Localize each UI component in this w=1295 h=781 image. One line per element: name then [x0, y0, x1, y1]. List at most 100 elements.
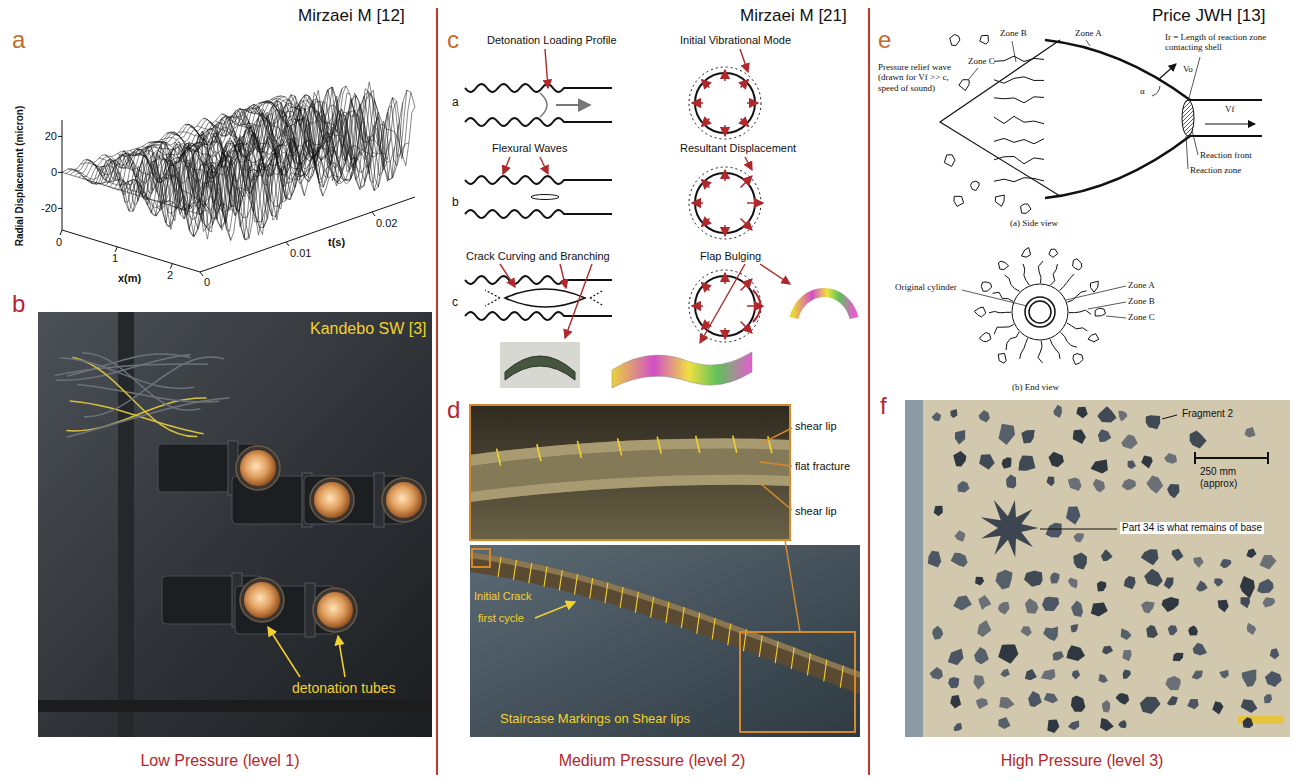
fragment: [1122, 650, 1131, 662]
staircase-marking: [791, 647, 794, 669]
leader-line: [760, 483, 792, 510]
callout-label: Resultant Displacement: [680, 142, 796, 155]
tube-wall: [465, 276, 612, 284]
fragment: [999, 424, 1016, 445]
zone-label: Zone A: [1075, 28, 1102, 38]
axis-tick: [58, 136, 62, 137]
surface-plot: [58, 82, 415, 276]
crack-line: [1005, 275, 1020, 291]
axis-tick: [170, 264, 172, 269]
fragment: [1218, 600, 1229, 613]
wireframe-line: [192, 90, 407, 238]
staircase-marking: [840, 666, 843, 688]
shear-lip-band: [470, 552, 860, 678]
fragment: [1141, 455, 1153, 468]
radial-arrow: [747, 102, 758, 104]
wireframe-line: [209, 114, 347, 181]
radial-arrow: [692, 202, 703, 204]
radial-arrow: [702, 80, 710, 88]
staircase-marking: [697, 612, 700, 633]
fragment: [1053, 651, 1064, 660]
fragment: [1167, 696, 1178, 705]
fragment: [1121, 435, 1138, 449]
fe-contour-strip: [612, 352, 752, 388]
staircase-marking: [590, 578, 593, 598]
fragment: [1124, 576, 1136, 589]
tick-label: 0.02: [376, 217, 397, 230]
leader-arrow: [268, 627, 300, 677]
fragment: [1263, 597, 1276, 607]
fragment: [1123, 670, 1131, 679]
staircase-marking: [733, 436, 737, 453]
tube-wall: [465, 84, 612, 92]
wireframe-line: [271, 91, 409, 180]
crack: [531, 195, 559, 200]
callout-label: Initial Vibrational Mode: [680, 34, 791, 47]
radial-arrow: [724, 225, 726, 236]
tube-wall: [465, 312, 612, 320]
radial-arrow: [741, 176, 752, 187]
staircase-marking: [620, 587, 623, 608]
leader-line: [1189, 57, 1200, 98]
fe-contour-arc: [794, 293, 854, 318]
wireframe-line: [196, 92, 411, 240]
callout-label: Reaction front: [1200, 150, 1252, 160]
leader-arrow: [338, 636, 345, 677]
fracture-surface: [470, 439, 790, 502]
crack-line: [1038, 341, 1043, 363]
fragment: [1190, 431, 1207, 449]
wireframe-line: [111, 96, 326, 211]
fragment: [1073, 430, 1086, 445]
fragment: [1118, 411, 1127, 422]
row-letter: a: [452, 96, 459, 110]
zone-label: Zone B: [1128, 296, 1155, 306]
fragment: [1018, 456, 1035, 471]
radial-arrow: [724, 125, 726, 136]
photo-background: [38, 312, 432, 737]
fragment: [955, 530, 966, 542]
fragment: [1097, 581, 1106, 592]
crack-line: [994, 97, 1044, 103]
view-caption: (b) End view: [1012, 382, 1059, 392]
pressure-level-label: High Pressure (level 3): [1001, 752, 1164, 770]
staircase-marking: [681, 607, 684, 628]
fragment: [1097, 406, 1116, 422]
callout-label: Detonation Loading Profile: [487, 34, 617, 47]
fragment: [1220, 559, 1232, 568]
staircase-marking: [728, 624, 731, 646]
callout-arrow: [560, 264, 566, 288]
crack-origin-box: [472, 549, 490, 567]
fragment: [1006, 475, 1016, 489]
fragment: [1212, 701, 1223, 714]
fragment: [928, 551, 942, 568]
recovered-fragments-photo: [905, 400, 1290, 737]
axis-title: x(m): [118, 272, 141, 285]
fragment: [1247, 623, 1256, 635]
fragment: [1100, 718, 1114, 731]
fragment: [977, 620, 991, 637]
fragment: [996, 570, 1013, 590]
fragment: [1214, 578, 1223, 587]
staircase-marking: [544, 566, 547, 586]
original-cylinder: [1029, 301, 1051, 323]
fragment: [1264, 694, 1272, 703]
fragment: [998, 261, 1008, 270]
fragment: [1049, 452, 1064, 468]
staircase-marking: [498, 557, 501, 577]
fragment: [1243, 717, 1254, 728]
fragment: [953, 596, 972, 611]
fragment: [1073, 553, 1087, 570]
fragment: [998, 353, 1006, 363]
crack-line: [1067, 323, 1087, 331]
wireframe-line: [74, 162, 212, 218]
staircase-marking: [497, 449, 501, 466]
fragment: [1146, 476, 1163, 494]
leader-line: [760, 462, 792, 466]
radial-arrow: [741, 219, 752, 230]
tube-section: [695, 173, 755, 233]
fragment: [979, 410, 990, 422]
velocity-label: Vo: [1183, 64, 1193, 74]
radial-arrow: [702, 283, 710, 291]
